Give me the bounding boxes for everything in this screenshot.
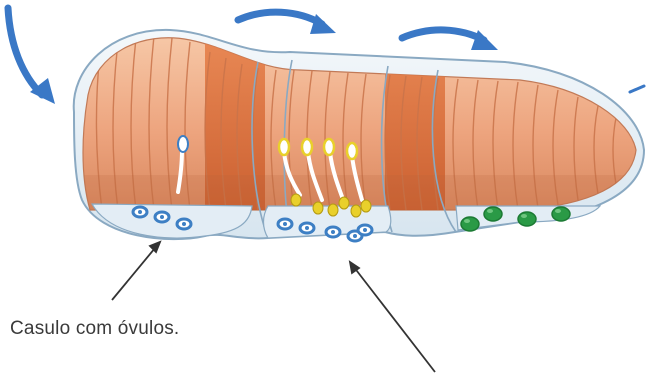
pointer-arrow-icon [112,242,160,300]
sperm-icon [313,202,323,214]
gamete-icon [302,139,312,155]
egg-icon [461,217,479,231]
curved-arrow-icon [238,12,322,24]
sperm-icon [291,194,301,206]
pointer-arrows [112,242,435,372]
pointer-arrow-icon [350,262,435,372]
gamete-icon [178,136,188,152]
sperm-icon [351,205,361,217]
curved-arrow-icon [630,86,644,92]
egg-icon [518,212,536,226]
egg-icon [552,207,570,221]
sperm-icon [328,204,338,216]
sperm-icon [339,197,349,209]
gamete-icon [324,139,334,155]
cocoon-caption: Casulo com óvulos. [10,318,179,340]
gamete-icon [279,139,289,155]
curved-arrow-icon [8,8,42,95]
curved-arrow-icon [402,30,484,40]
gamete-icon [347,143,357,159]
sperm-heads-blue [178,136,188,152]
sperm-icon [361,200,371,212]
egg-icon [484,207,502,221]
